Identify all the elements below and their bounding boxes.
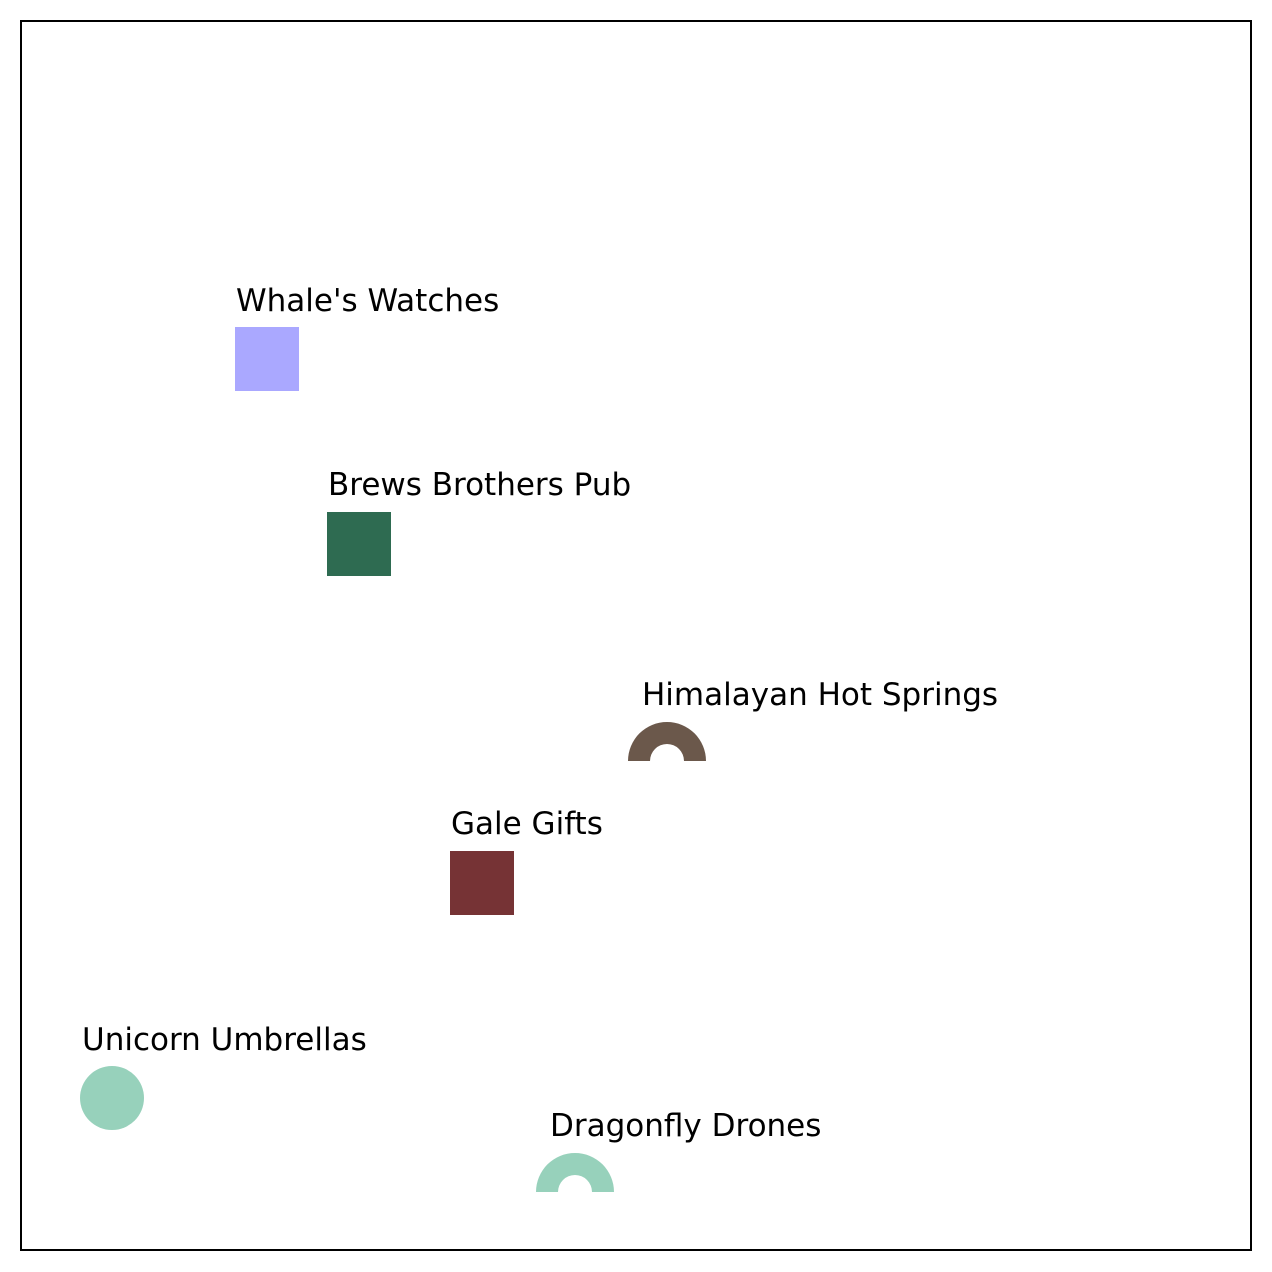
square-marker-icon[interactable] bbox=[235, 327, 299, 391]
arch-marker-icon[interactable] bbox=[536, 1152, 614, 1192]
place-label: Unicorn Umbrellas bbox=[82, 1022, 367, 1058]
circle-marker-icon[interactable] bbox=[80, 1066, 144, 1130]
square-marker-icon[interactable] bbox=[450, 851, 514, 915]
square-marker-icon[interactable] bbox=[327, 512, 391, 576]
place-label: Whale's Watches bbox=[236, 283, 500, 319]
arch-marker-icon[interactable] bbox=[628, 721, 706, 761]
map-frame bbox=[20, 20, 1252, 1251]
place-label: Gale Gifts bbox=[451, 806, 603, 842]
place-label: Himalayan Hot Springs bbox=[642, 677, 999, 713]
place-label: Dragonfly Drones bbox=[550, 1108, 822, 1144]
place-label: Brews Brothers Pub bbox=[328, 467, 632, 503]
